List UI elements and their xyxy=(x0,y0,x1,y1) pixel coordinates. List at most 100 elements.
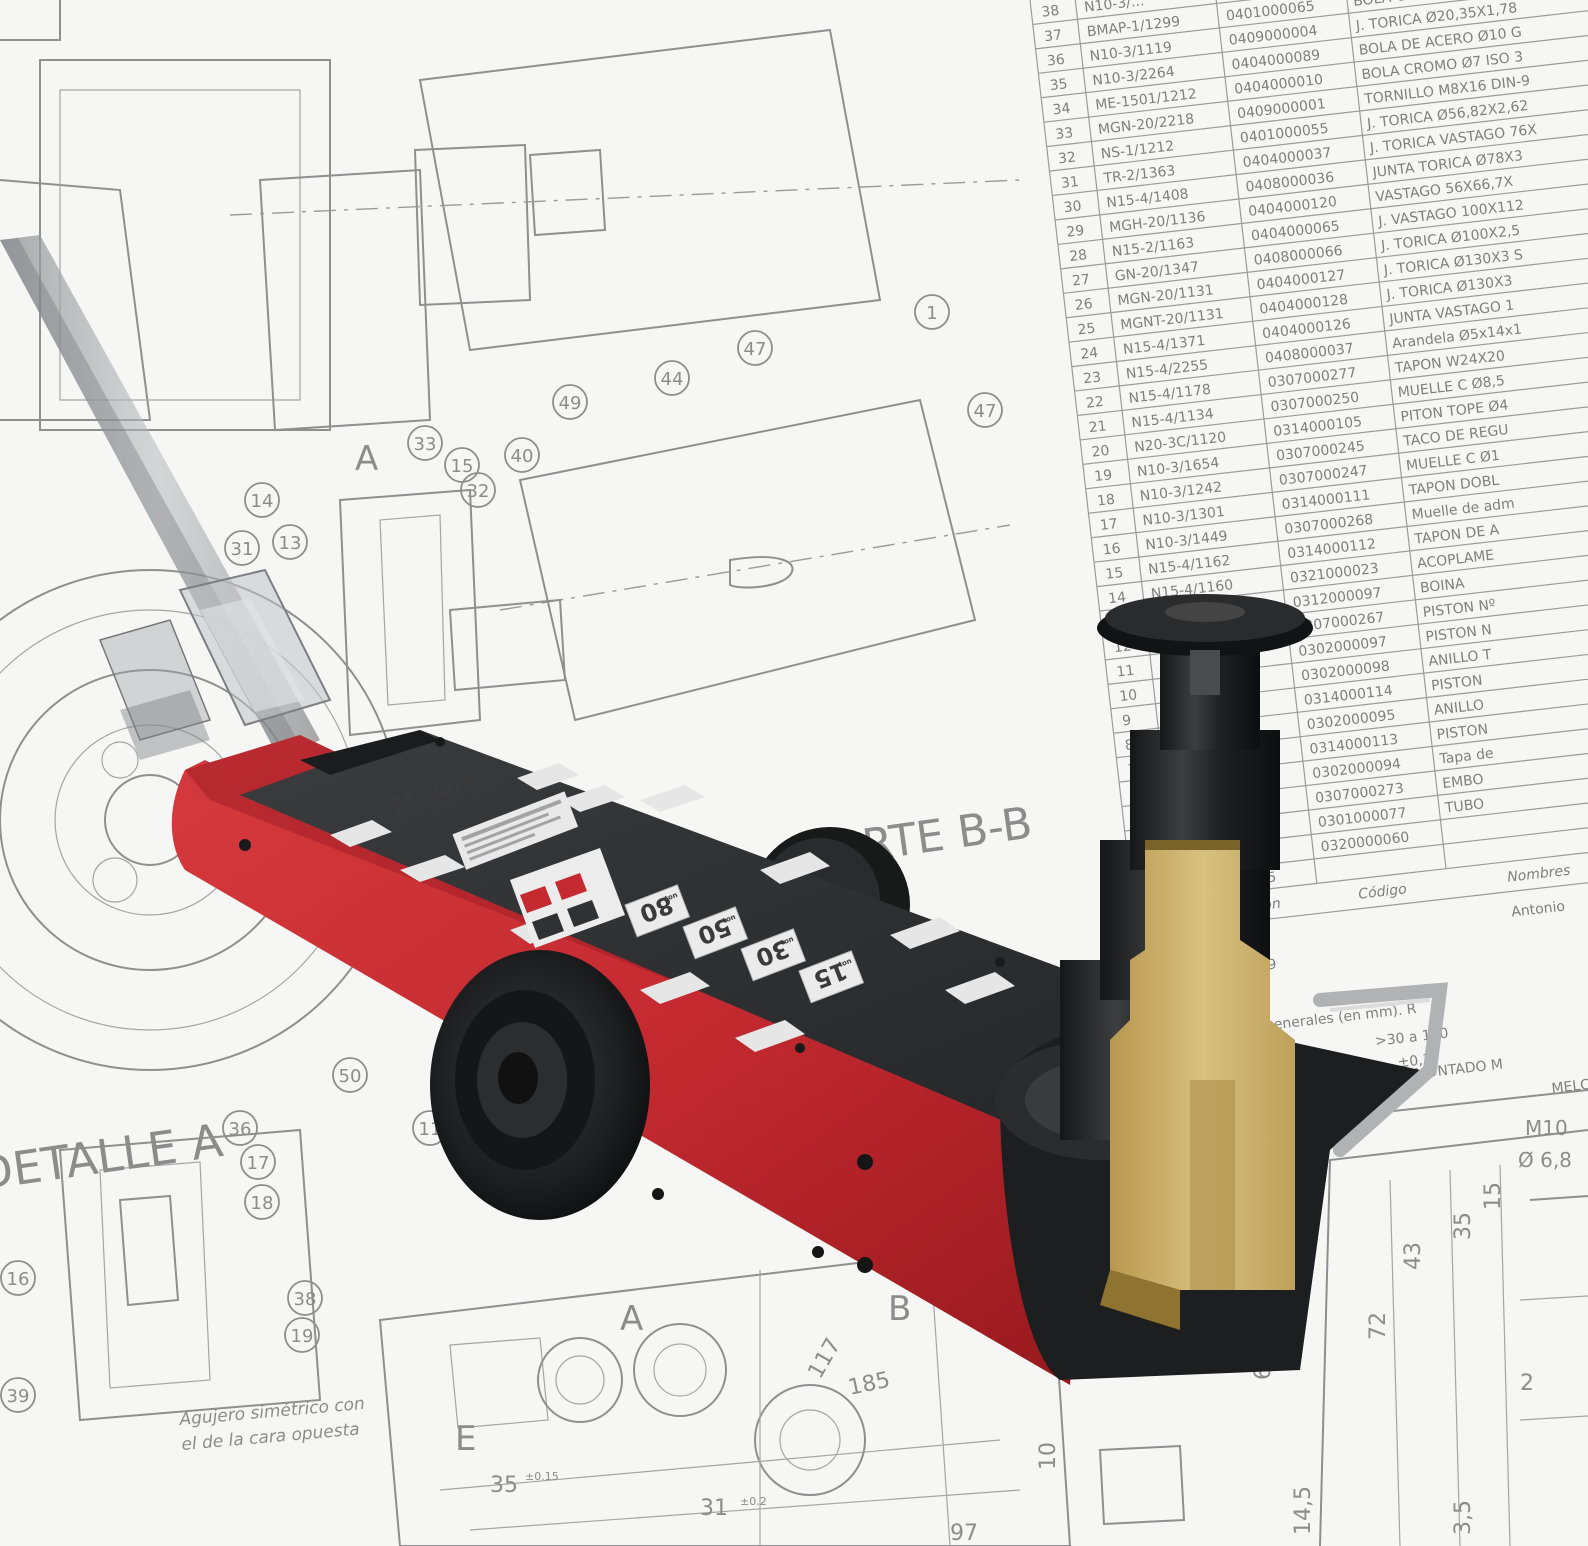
callout-balloons: 1111314151617181931323336383940444747495… xyxy=(0,294,1003,1413)
parts-table-cell-ref: MGN-20/2218 xyxy=(1097,111,1195,138)
parts-table-cell-desc: Tapa de xyxy=(1438,746,1495,768)
parts-table-cell-ref: N10-3/2264 xyxy=(1092,64,1176,89)
parts-table-cell-desc: PISTON xyxy=(1430,673,1483,695)
dimension-label: 35 xyxy=(490,1473,518,1498)
parts-table-cell-n: 31 xyxy=(1060,174,1080,192)
parts-table-cell-ref: TR-2/1363 xyxy=(1102,163,1176,187)
callout-balloon: 47 xyxy=(737,330,773,366)
capacity-label-plate xyxy=(452,791,579,870)
dimension-label: 10 xyxy=(1036,1442,1061,1470)
view-label-a-bottom: A xyxy=(620,1299,643,1339)
callout-number: 32 xyxy=(467,481,490,502)
parts-table-cell-code: 0307000245 xyxy=(1275,438,1365,464)
parts-table-cell-ref: N15-4/1134 xyxy=(1131,406,1215,431)
parts-table-cell-desc: PISTON N xyxy=(1425,622,1493,645)
dimension-label: 43 xyxy=(1401,1242,1426,1270)
parts-table-cell-ref: N15-4/1178 xyxy=(1128,382,1212,407)
parts-table-cell-n: 18 xyxy=(1096,492,1116,510)
tolerance-label: ±0.15 xyxy=(525,1470,559,1483)
parts-table-cell-n: 9 xyxy=(1121,713,1132,730)
parts-table-cell-code: 0408000036 xyxy=(1245,170,1335,196)
parts-table-cell-n: 24 xyxy=(1080,345,1100,363)
parts-table-cell-code: 0314000112 xyxy=(1286,536,1376,562)
parts-table-cell-desc: TAPON DE A xyxy=(1413,522,1501,548)
view-label-b: B xyxy=(888,1289,911,1329)
parts-table-cell-code: 0320000060 xyxy=(1320,829,1410,855)
dimension-label: 2 xyxy=(1520,1371,1534,1396)
callout-balloon: 19 xyxy=(284,1317,320,1353)
dimension-label: 72 xyxy=(1366,1312,1391,1340)
parts-table-cell-n: 20 xyxy=(1091,443,1111,461)
parts-table-cell-n: 19 xyxy=(1094,467,1114,485)
parts-table-cell-code: 0404000037 xyxy=(1242,145,1332,171)
parts-table-cell-code: 0314000113 xyxy=(1309,732,1399,758)
parts-table-cell-code: 0302000097 xyxy=(1298,634,1388,660)
parts-table-cell-ref: N10-3/1242 xyxy=(1139,479,1223,504)
parts-table-cell-code: 0314000105 xyxy=(1273,414,1363,440)
parts-table-cell-code: 0404000120 xyxy=(1248,194,1338,220)
callout-number: 31 xyxy=(231,539,254,560)
dimension-label: 185 xyxy=(846,1368,892,1401)
parts-table-cell-n: 23 xyxy=(1082,369,1102,387)
parts-table-cell-code: 0302000095 xyxy=(1306,707,1396,733)
dimension-label: 14,5 xyxy=(1291,1486,1316,1535)
callout-balloon: 36 xyxy=(222,1110,258,1146)
title-block-author: Antonio xyxy=(1510,899,1565,921)
callout-number: 38 xyxy=(294,1289,317,1310)
pictogram-grid xyxy=(510,848,625,948)
callout-number: 13 xyxy=(279,533,302,554)
view-label-a-top: A xyxy=(355,439,378,479)
parts-table-cell-n: 17 xyxy=(1099,516,1119,534)
parts-table-cell-code: 0321000023 xyxy=(1289,561,1379,587)
parts-table-cell-ref: N15-4/2255 xyxy=(1125,357,1209,382)
parts-table-cell-ref: N10-3/... xyxy=(1083,0,1145,16)
title-block-header: Nombres xyxy=(1507,863,1572,886)
callout-number: 17 xyxy=(247,1153,270,1174)
right-label-diameter: Ø 6,8 xyxy=(1518,1148,1572,1172)
callout-balloon: 16 xyxy=(0,1260,36,1296)
parts-table-cell-n: 38 xyxy=(1041,3,1061,21)
callout-number: 16 xyxy=(7,1269,30,1290)
parts-table-cell-code: 0301000077 xyxy=(1317,805,1407,831)
parts-table-cell-code: 0404000010 xyxy=(1234,72,1324,98)
callout-number: 19 xyxy=(291,1326,314,1347)
parts-table-cell-n: 11 xyxy=(1116,663,1136,681)
parts-table-cell-code: 0307000273 xyxy=(1314,781,1404,807)
callout-balloon: 47 xyxy=(967,392,1003,428)
parts-table-cell-ref: N10-3/1449 xyxy=(1145,528,1229,553)
parts-table-cell-n: 34 xyxy=(1052,101,1072,119)
parts-table-cell-desc: ACOPLAME xyxy=(1416,547,1495,572)
parts-table-cell-ref: N10-3/1301 xyxy=(1142,504,1226,529)
parts-table-cell-code: 0302000094 xyxy=(1312,756,1402,782)
parts-table-cell-code: 0401000055 xyxy=(1239,121,1329,147)
parts-table-cell-n: 37 xyxy=(1043,27,1063,45)
parts-table-cell-desc: BOINA xyxy=(1419,576,1466,597)
parts-table-cell-desc: ANILLO xyxy=(1433,697,1485,719)
title-block-company-label: MELCHOR xyxy=(1551,1073,1588,1097)
parts-table-cell-n: 14 xyxy=(1107,589,1127,607)
parts-table-cell-desc: ANILLO T xyxy=(1428,647,1493,670)
parts-table-cell-desc: PISTON Nº xyxy=(1422,597,1496,621)
dimension-label: 117 xyxy=(804,1334,847,1383)
parts-table-cell-ref: N10-3/1654 xyxy=(1136,455,1220,480)
parts-table-cell-ref: BMAP-1/1299 xyxy=(1086,14,1181,41)
parts-table-cell-code: 0404000128 xyxy=(1259,292,1349,318)
parts-table-cell-code: 0307000247 xyxy=(1278,463,1368,489)
callout-balloon: 31 xyxy=(224,530,260,566)
callout-balloon: 18 xyxy=(244,1184,280,1220)
parts-table-cell-code: 0409000004 xyxy=(1228,23,1318,49)
parts-table-cell-code: 0409000001 xyxy=(1236,96,1326,122)
parts-table-cell-n: 27 xyxy=(1071,272,1091,290)
callout-balloon: 14 xyxy=(244,482,280,518)
callout-number: 50 xyxy=(339,1066,362,1087)
right-label-m10: M10 xyxy=(1525,1116,1568,1140)
parts-table-cell-n: 16 xyxy=(1102,541,1122,559)
parts-table-cell-n: 29 xyxy=(1066,223,1086,241)
callout-number: 40 xyxy=(511,446,534,467)
parts-table-cell-ref: GN-20/1347 xyxy=(1114,259,1200,284)
tolerance-label: ±0.2 xyxy=(740,1495,767,1508)
parts-table-cell-ref: MGH-20/1136 xyxy=(1108,209,1206,236)
reflective-stripes xyxy=(330,763,1015,1052)
